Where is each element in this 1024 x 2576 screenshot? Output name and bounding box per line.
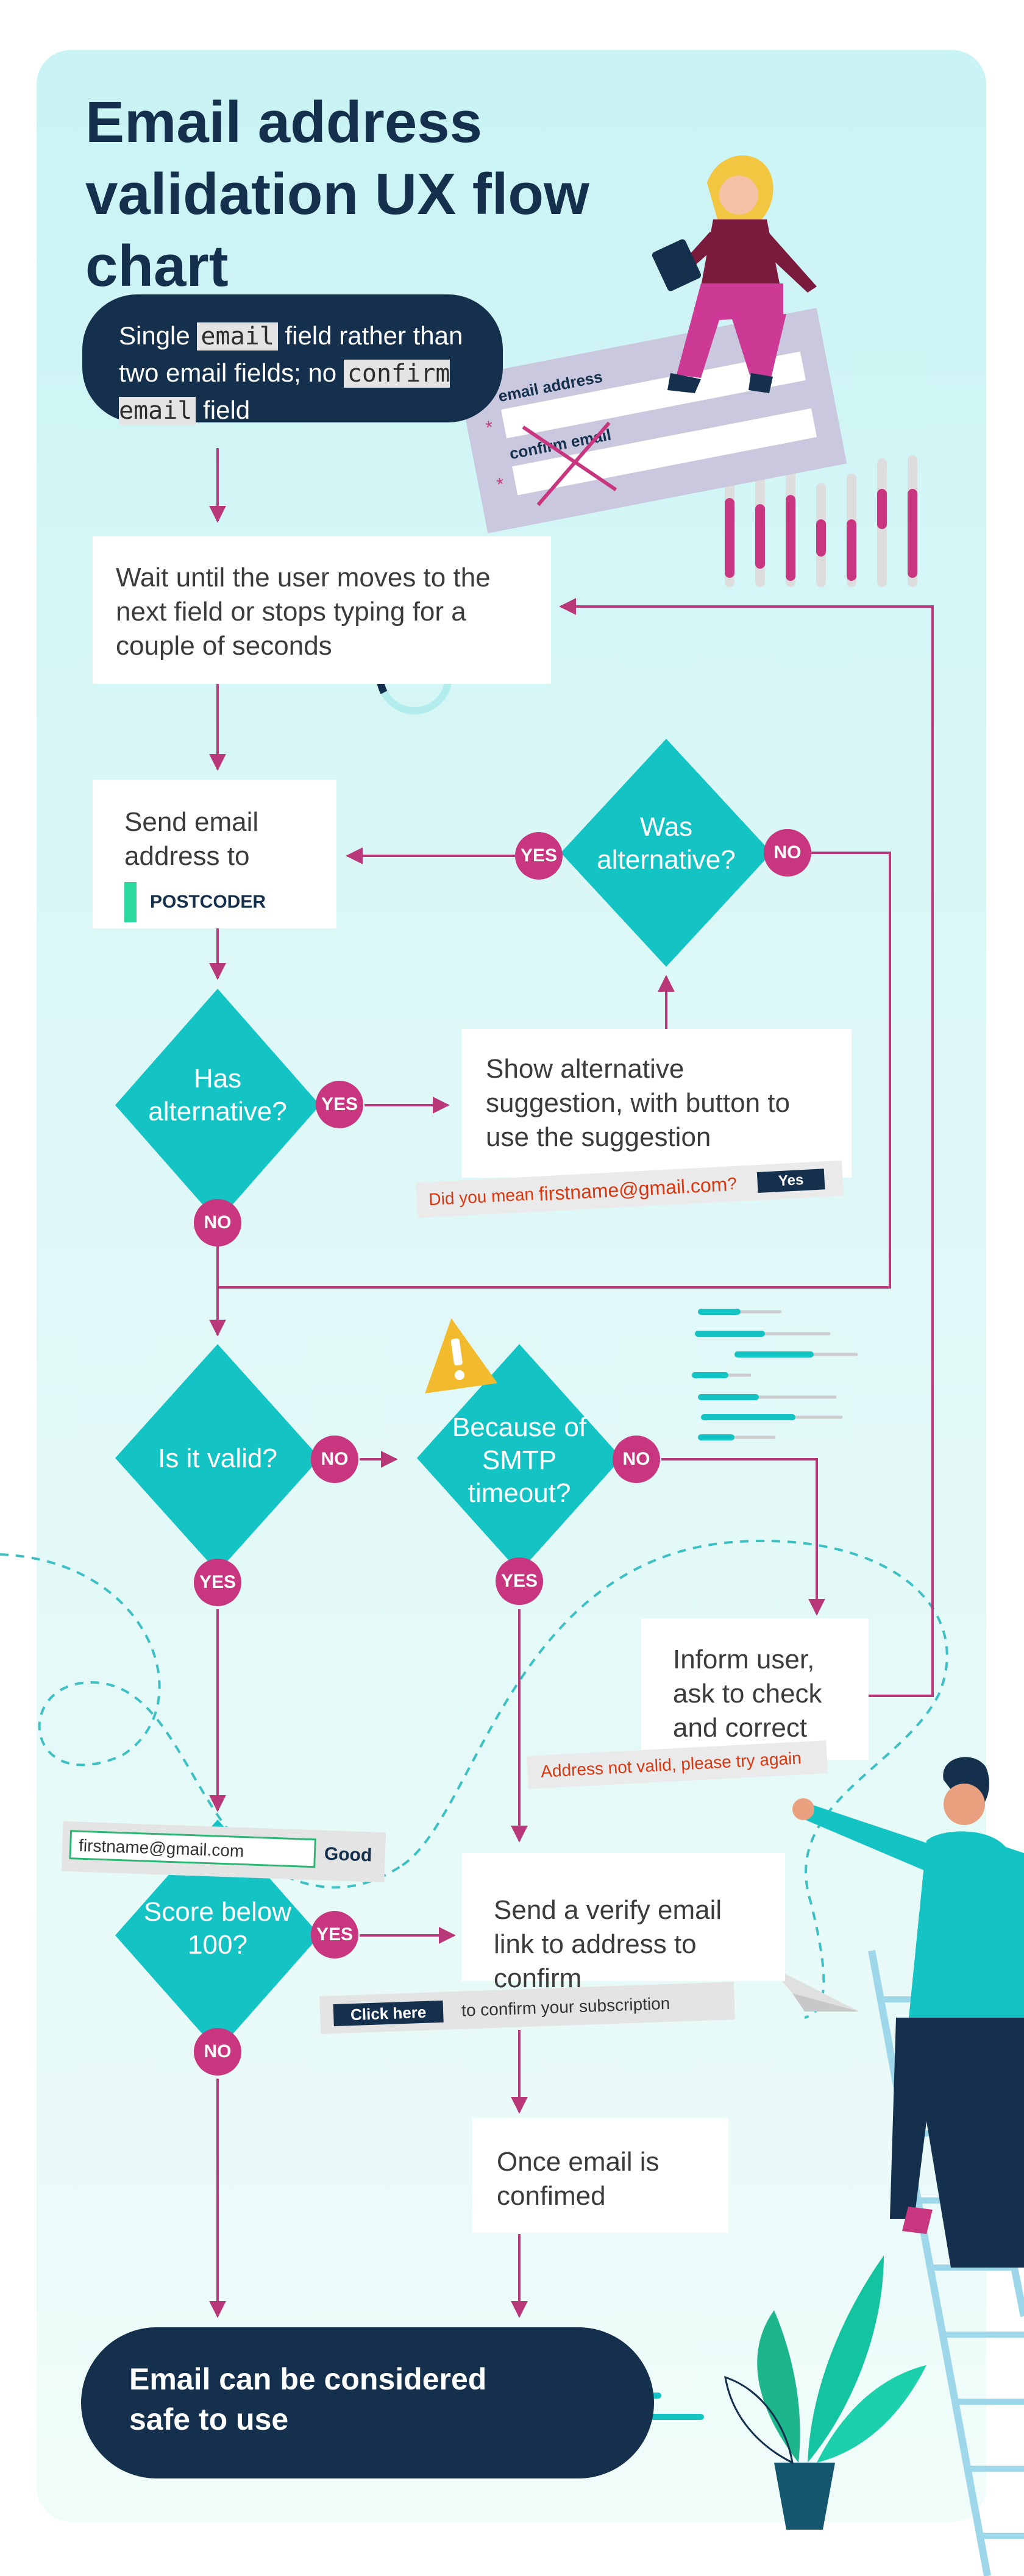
did-you-mean-email: firstname@gmail.com: [538, 1173, 728, 1205]
step-inform: Inform user, ask to check and correct: [641, 1618, 869, 1760]
step-verify-text: Send a verify email link to address to c…: [494, 1895, 722, 1993]
badge-valid-yes: YES: [194, 1559, 241, 1606]
badge-smtp-yes: YES: [496, 1557, 543, 1605]
badge-score-yes: YES: [311, 1911, 358, 1959]
step-single-field-post: field: [196, 396, 251, 424]
did-you-mean-prefix: Did you mean: [428, 1184, 539, 1209]
final-result: [81, 2327, 654, 2478]
badge-valid-no: NO: [311, 1436, 358, 1483]
arrow-was-alt-no: [218, 852, 891, 1289]
email-example-input: firstname@gmail.com: [69, 1830, 316, 1868]
bar-decoration-icon: [725, 455, 917, 587]
click-here-button[interactable]: Click here: [333, 2000, 444, 2027]
diamond-has-alternative: [115, 989, 320, 1222]
decision-was-alternative-label: Was alternative?: [597, 812, 736, 875]
page-title: Email address validation UX flow chart: [85, 90, 589, 299]
arrow-inform-back: [559, 598, 934, 1697]
step-confirmed: Once email is confimed: [472, 2118, 728, 2233]
badge-was-alt-yes: YES: [515, 832, 563, 880]
step-wait-text: Wait until the user moves to the next fi…: [116, 563, 491, 661]
step-single-field: Single email field rather than two email…: [82, 294, 503, 425]
postcoder-logo-text: POSTCODER: [150, 892, 266, 912]
decision-is-valid-label: Is it valid?: [158, 1443, 277, 1473]
arrow-smtp-no: [661, 1458, 825, 1616]
badge-was-alt-no: NO: [764, 829, 811, 877]
badge-smtp-no: NO: [613, 1436, 660, 1483]
postcoder-logo-bar: [124, 882, 137, 922]
plant-illustration: [724, 2255, 926, 2530]
badge-has-alt-yes: YES: [316, 1081, 363, 1128]
badge-score-no: NO: [194, 2028, 241, 2076]
step-send: Send email address to POSTCODER: [93, 780, 336, 928]
step-verify: Send a verify email link to address to c…: [462, 1853, 785, 1993]
diamond-smtp-timeout: [417, 1344, 622, 1572]
decision-has-alternative-label: Has alternative?: [148, 1064, 287, 1126]
diamond-was-alternative: [561, 739, 772, 967]
step-single-field-pre: Single: [119, 321, 197, 350]
person-sitting-illustration: [652, 155, 817, 393]
postcoder-logo: POSTCODER: [124, 882, 305, 922]
did-you-mean-suffix: ?: [727, 1173, 738, 1194]
step-send-text: Send email address to: [124, 807, 259, 871]
decision-smtp-timeout-label: Because of SMTP timeout?: [452, 1412, 587, 1508]
decision-score-below-label: Score below 100?: [143, 1897, 292, 1960]
badge-has-alt-no: NO: [194, 1199, 241, 1247]
data-lines-decoration: [692, 1309, 858, 1440]
step-single-field-mid: field rather than two email fields; no: [119, 321, 463, 387]
suggestion-yes-button[interactable]: Yes: [756, 1169, 825, 1193]
person-ladder-illustration: [792, 1757, 1024, 2576]
confirm-subscription-text: to confirm your subscription: [461, 1993, 670, 2020]
final-result-text: Email can be considered safe to use: [129, 2362, 487, 2436]
step-wait: Wait until the user moves to the next fi…: [93, 536, 551, 684]
email-example-good: Good: [324, 1843, 372, 1866]
connector-arrows: [209, 448, 934, 2318]
step-inform-text: Inform user, ask to check and correct: [673, 1645, 822, 1743]
step-show-alternative: Show alternative suggestion, with button…: [461, 1029, 852, 1178]
step-confirmed-text: Once email is confimed: [497, 2147, 660, 2211]
paper-plane-icon: [769, 1966, 859, 2012]
warning-icon: [425, 1318, 498, 1393]
code-email: email: [197, 322, 278, 350]
diamond-is-valid: [115, 1344, 320, 1572]
step-show-alternative-text: Show alternative suggestion, with button…: [486, 1054, 790, 1152]
